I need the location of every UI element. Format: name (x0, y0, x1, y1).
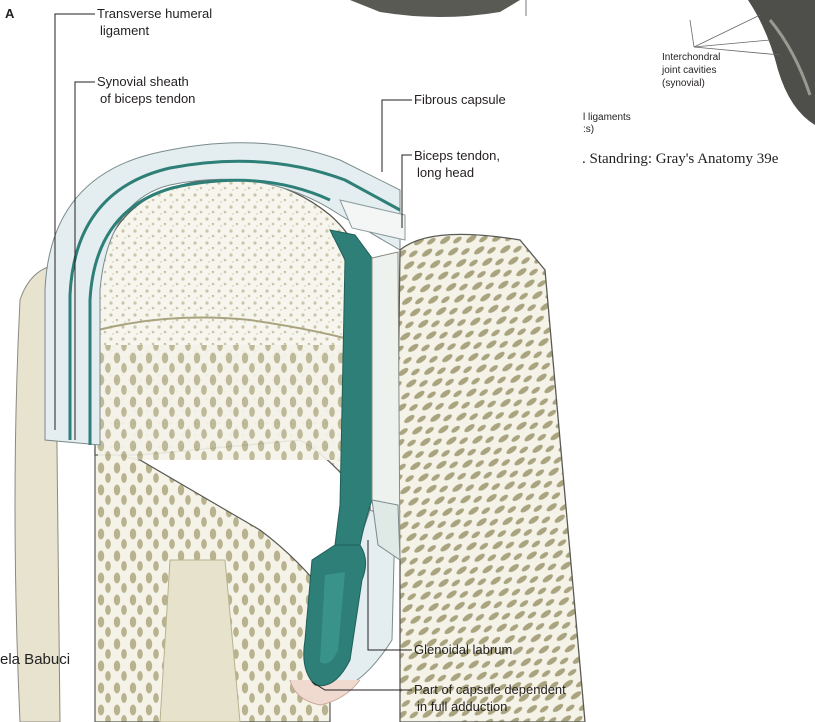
source-credit: . Standring: Gray's Anatomy 39e (582, 151, 778, 167)
label-synovial-sheath-line1: Synovial sheath (97, 74, 189, 90)
label-synovial-sheath-line2: of biceps tendon (100, 91, 195, 107)
label-fibrous-capsule: Fibrous capsule (414, 92, 506, 108)
rib-cartilage-image (748, 0, 815, 125)
label-capsule-dependent-line2: in full adduction (417, 699, 507, 715)
label-glenoidal-labrum: Glenoidal labrum (414, 642, 512, 658)
label-transverse-humeral-ligament-line2: ligament (100, 23, 149, 39)
label-interchondral-line2: joint cavities (662, 65, 716, 77)
label-biceps-tendon-line2: long head (417, 165, 474, 181)
label-biceps-tendon-line1: Biceps tendon, (414, 148, 500, 164)
label-transverse-humeral-ligament-line1: Transverse humeral (97, 6, 212, 22)
upper-fragment-image (350, 0, 520, 17)
humeral-trabeculae (98, 345, 368, 460)
label-ligaments-fragment-line1: l ligaments (583, 112, 631, 124)
label-interchondral-line1: Interchondral (662, 52, 720, 64)
label-interchondral-line3: (synovial) (662, 78, 705, 90)
label-ligaments-fragment-line2: :s) (583, 124, 594, 136)
label-capsule-dependent-line1: Part of capsule dependent (414, 682, 566, 698)
panel-letter: A (5, 6, 14, 22)
author-credit-fragment: ela Babuci (0, 652, 70, 668)
